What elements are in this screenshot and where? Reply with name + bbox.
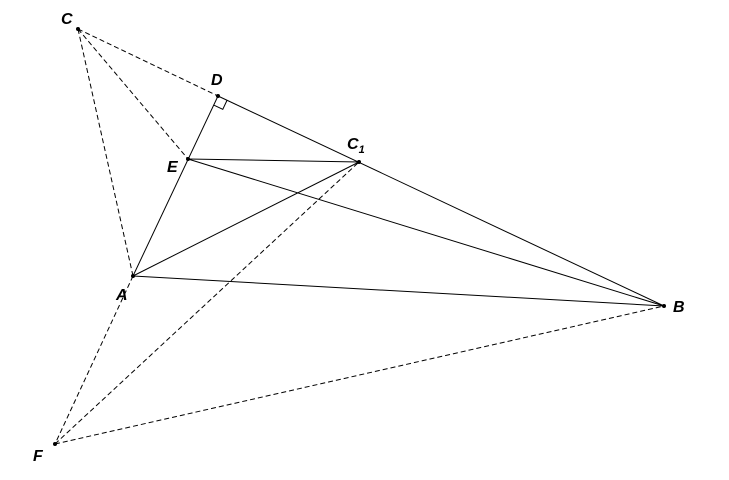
point-D (216, 94, 220, 98)
point-C (76, 27, 80, 31)
segment-AC1 (132, 161, 360, 277)
point-E (186, 157, 190, 161)
point-B (662, 304, 666, 308)
label-F: F (33, 448, 44, 465)
right-angle-marker (213, 100, 228, 110)
points (53, 27, 666, 446)
segment-FB (54, 305, 665, 445)
segment-CA (77, 28, 134, 277)
point-C1 (357, 160, 361, 164)
segment-DA (132, 95, 219, 277)
dashed-segments (54, 28, 665, 445)
point-F (53, 442, 57, 446)
label-C1: C1 (347, 136, 365, 156)
segment-AB (132, 275, 665, 307)
segment-EB (187, 158, 665, 307)
segment-EC1 (187, 158, 360, 163)
label-C: C (61, 11, 73, 28)
segment-DB (217, 95, 665, 307)
label-E: E (167, 159, 179, 176)
segment-CE (77, 28, 189, 160)
segment-FC1 (54, 161, 360, 445)
label-D: D (211, 72, 223, 89)
label-B: B (673, 299, 685, 316)
solid-segments (132, 95, 665, 307)
label-A: A (115, 287, 128, 304)
point-A (131, 274, 135, 278)
point-labels: C D C1 E A B F (33, 11, 685, 465)
segment-CD (77, 28, 219, 97)
segment-AF (54, 275, 134, 445)
